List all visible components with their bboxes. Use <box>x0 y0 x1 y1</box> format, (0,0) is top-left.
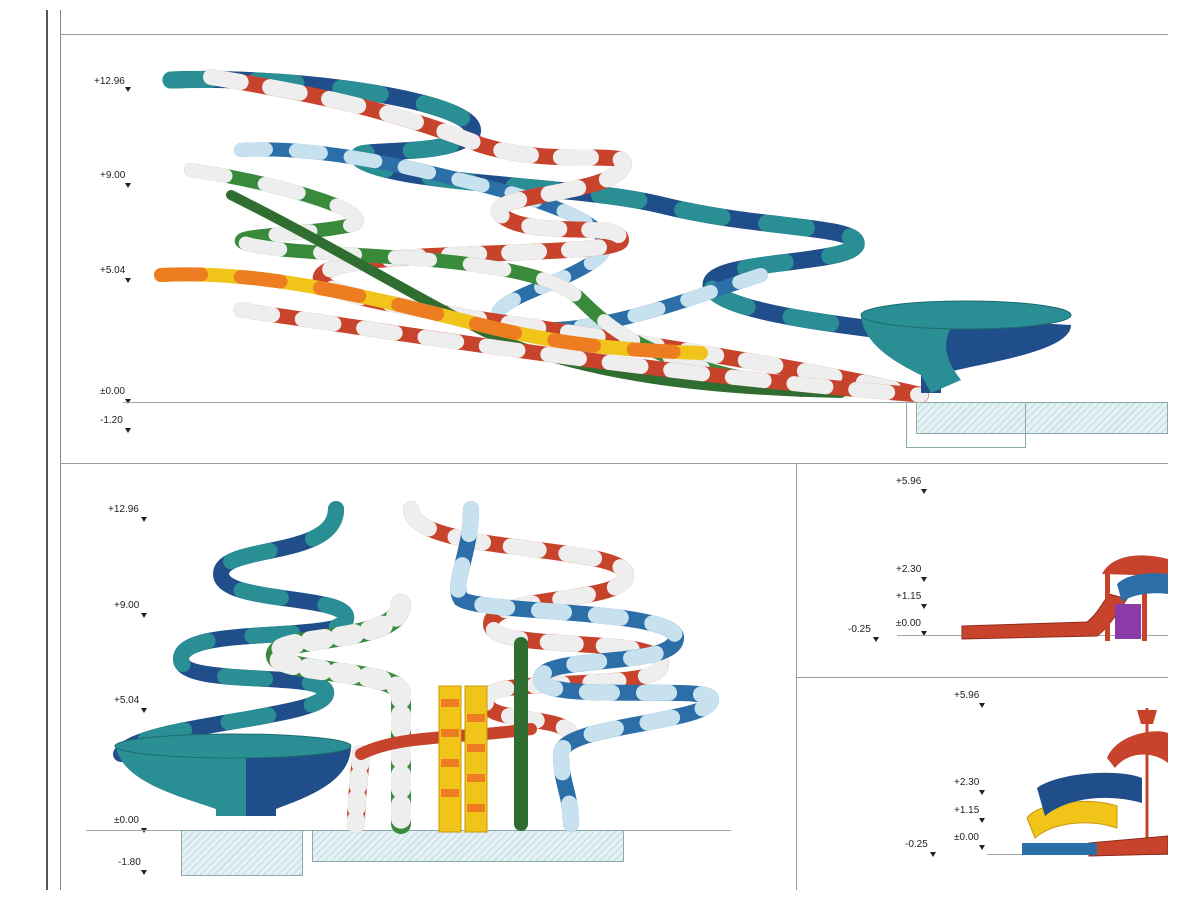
level-marker-icon <box>979 790 985 795</box>
level-marker-icon <box>979 845 985 850</box>
level-marker-icon <box>141 613 147 618</box>
yellow-kids-slide <box>1026 800 1118 839</box>
front-elevation-panel: +12.96 +9.00 +5.04 ±0.00 -1.80 <box>61 464 796 890</box>
left-border-line <box>46 10 48 890</box>
kids-structure-drawing-b <box>1022 708 1168 857</box>
level-label: +1.15 <box>896 591 922 602</box>
level-label: -1.80 <box>118 857 141 868</box>
level-label: +5.04 <box>100 265 126 276</box>
level-marker-icon <box>979 703 985 708</box>
level-label: +9.00 <box>114 600 140 611</box>
red-kids-slide <box>961 593 1128 640</box>
vertical-divider <box>796 463 797 890</box>
ground-line <box>123 402 1168 403</box>
level-label: -1.20 <box>100 415 123 426</box>
level-label: +1.15 <box>954 805 980 816</box>
slide-elevation-drawing <box>154 69 1072 403</box>
level-label: +12.96 <box>94 76 125 87</box>
top-elevation-panel: +12.96 +9.00 +5.04 ±0.00 -1.20 <box>61 35 1168 463</box>
level-label: ±0.00 <box>896 618 921 629</box>
kids-structure-drawing-a <box>961 555 1168 641</box>
level-label: +12.96 <box>108 504 139 515</box>
slide-front-drawing <box>113 501 720 834</box>
level-label: -0.25 <box>905 839 928 850</box>
pool-basin-section <box>312 830 624 862</box>
level-marker-icon <box>921 489 927 494</box>
level-marker-icon <box>921 631 927 636</box>
splash-pool-section <box>916 402 1168 434</box>
pool-basin-section <box>906 402 1026 448</box>
level-label: +9.00 <box>100 170 126 181</box>
left-inner-line <box>60 10 61 890</box>
level-label: +5.96 <box>896 476 922 487</box>
level-label: ±0.00 <box>114 815 139 826</box>
dark-green-slide-tube <box>226 190 846 398</box>
level-label: +2.30 <box>954 777 980 788</box>
level-marker-icon <box>930 852 936 857</box>
purple-play-tower <box>1115 604 1141 639</box>
level-label: +5.04 <box>114 695 140 706</box>
level-label: -0.25 <box>848 624 871 635</box>
level-marker-icon <box>141 870 147 875</box>
tower-roof <box>1102 555 1168 576</box>
tower-flag <box>1137 710 1157 724</box>
tower-roof <box>1107 731 1168 768</box>
level-marker-icon <box>125 183 131 188</box>
level-marker-icon <box>141 708 147 713</box>
level-marker-icon <box>921 577 927 582</box>
right-divider <box>796 677 1168 678</box>
yellow-orange-twin-slide <box>438 685 488 833</box>
level-marker-icon <box>125 428 131 433</box>
level-label: ±0.00 <box>954 832 979 843</box>
level-marker-icon <box>125 278 131 283</box>
level-marker-icon <box>141 517 147 522</box>
level-marker-icon <box>979 818 985 823</box>
pool-basin-section <box>181 830 303 876</box>
blue-kids-slide <box>1037 772 1142 816</box>
level-label: ±0.00 <box>100 386 125 397</box>
middle-divider <box>60 463 1168 464</box>
level-label: +5.96 <box>954 690 980 701</box>
level-marker-icon <box>125 87 131 92</box>
top-divider <box>60 34 1168 35</box>
level-marker-icon <box>921 604 927 609</box>
bowl-slide-element <box>860 300 1072 393</box>
level-label: +2.30 <box>896 564 922 575</box>
level-marker-icon <box>873 637 879 642</box>
kids-elevation-a-panel: +5.96 +2.30 +1.15 ±0.00 -0.25 <box>797 464 1168 677</box>
red-kids-slide <box>1088 835 1168 857</box>
kids-elevation-b-panel: +5.96 +2.30 +1.15 ±0.00 -0.25 <box>797 678 1168 890</box>
bowl-slide-element <box>114 733 352 816</box>
level-marker-icon <box>125 399 131 404</box>
blue-kids-slide <box>1117 573 1168 602</box>
